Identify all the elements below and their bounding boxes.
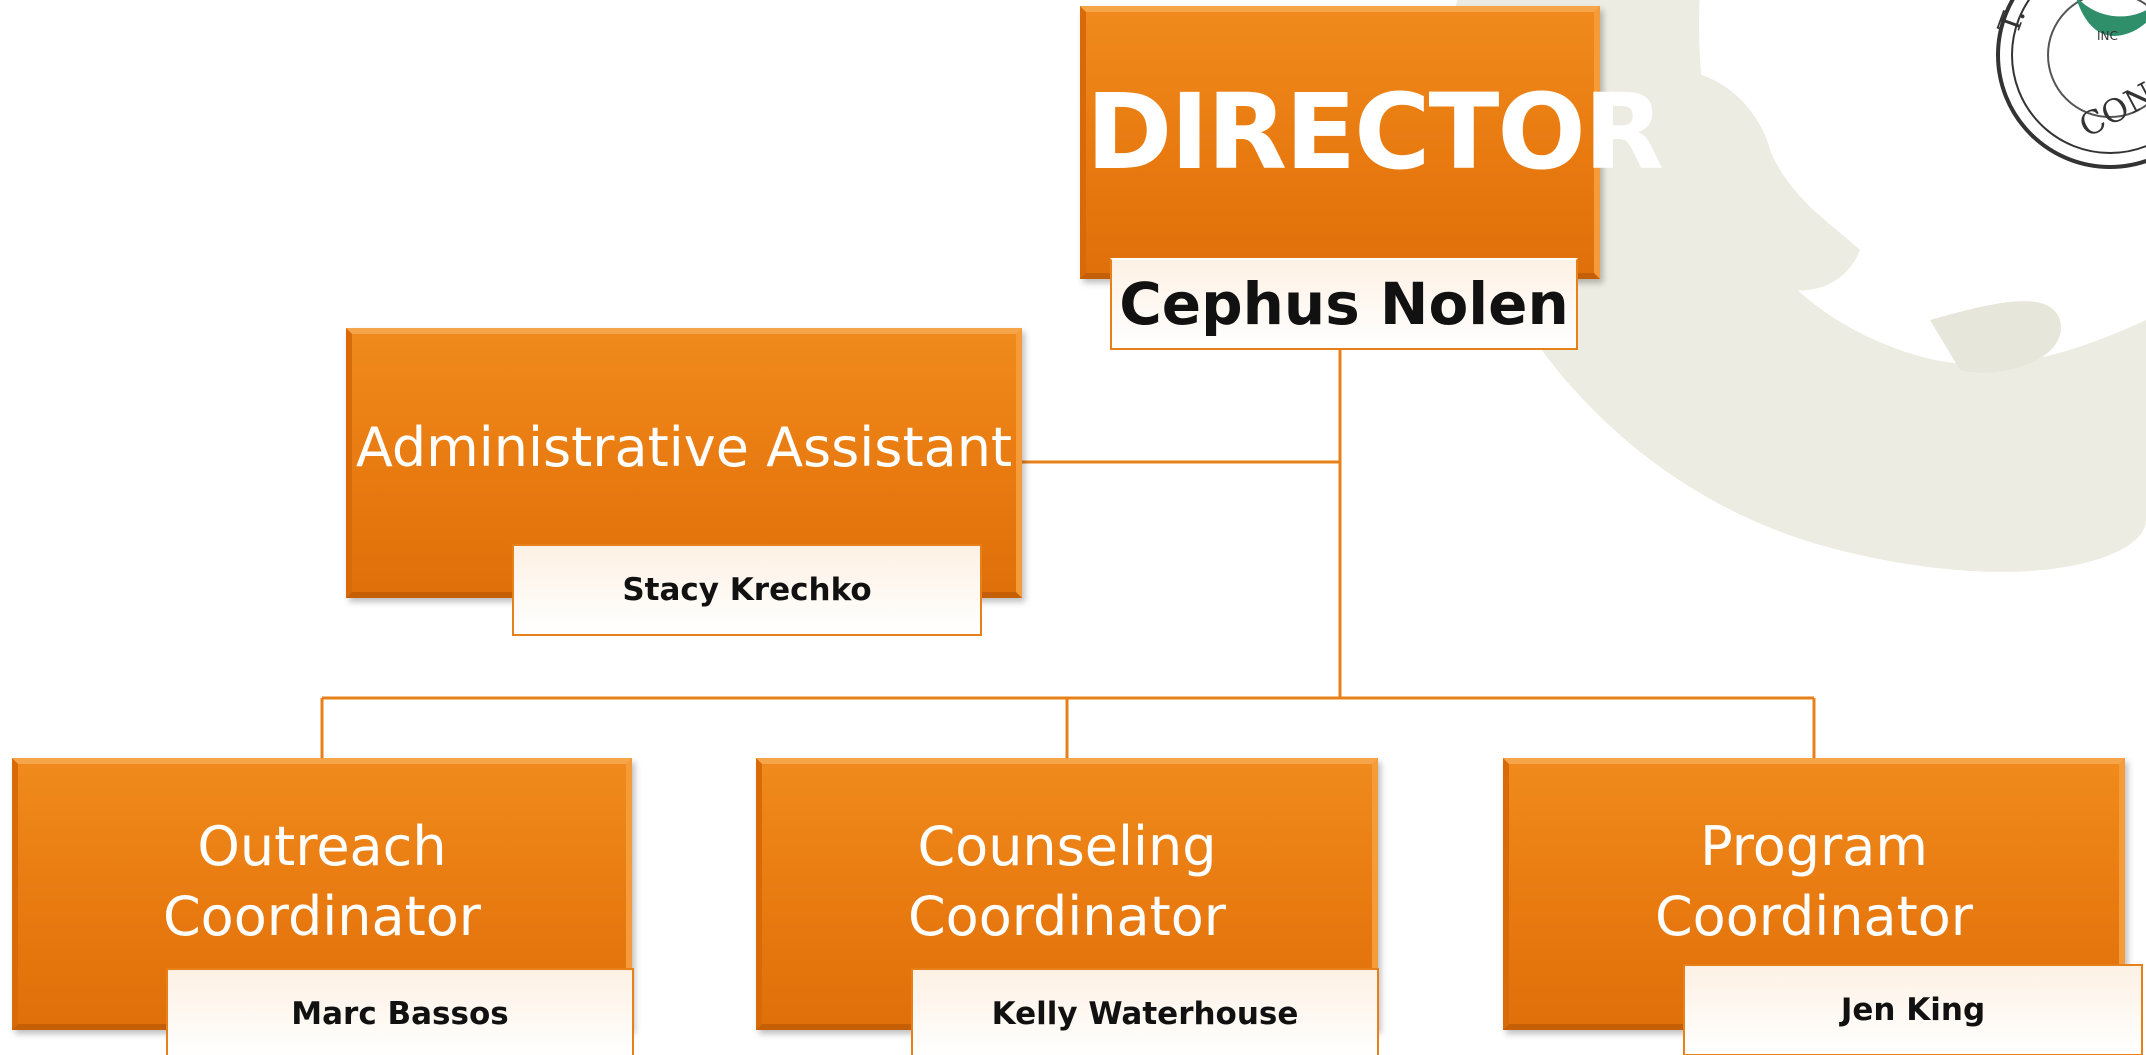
watermark-hook	[1658, 69, 1860, 291]
program-coordinator-title: Program Coordinator	[1509, 812, 2119, 952]
title-line-2: Coordinator	[1654, 885, 1974, 948]
assistant-name: Stacy Krechko	[512, 544, 982, 636]
director-title: DIRECTOR	[1086, 71, 1664, 193]
counseling-coordinator-title: Counseling Coordinator	[762, 812, 1372, 952]
director-name: Cephus Nolen	[1110, 258, 1578, 350]
director-box: DIRECTOR	[1080, 6, 1664, 279]
title-line-2: Coordinator	[907, 885, 1227, 948]
watermark-tail	[1930, 301, 2061, 373]
title-line-2: Coordinator	[162, 885, 482, 948]
watermark-swirl	[1447, 0, 2146, 572]
seal-emblem	[2076, 0, 2146, 36]
assistant-title: Administrative Assistant	[355, 416, 1013, 479]
outreach-coordinator-title: Outreach Coordinator	[18, 812, 626, 952]
title-line-1: Counseling	[917, 815, 1217, 878]
program-coordinator-name: Jen King	[1683, 964, 2143, 1055]
seal-text-inc: INC	[2097, 29, 2118, 43]
counseling-coordinator-name: Kelly Waterhouse	[911, 968, 1379, 1055]
title-line-1: Outreach	[197, 815, 447, 878]
organization-seal-logo: T. CON INC	[1995, 0, 2146, 169]
outreach-coordinator-name: Marc Bassos	[166, 968, 634, 1055]
title-line-1: Program	[1700, 815, 1928, 878]
